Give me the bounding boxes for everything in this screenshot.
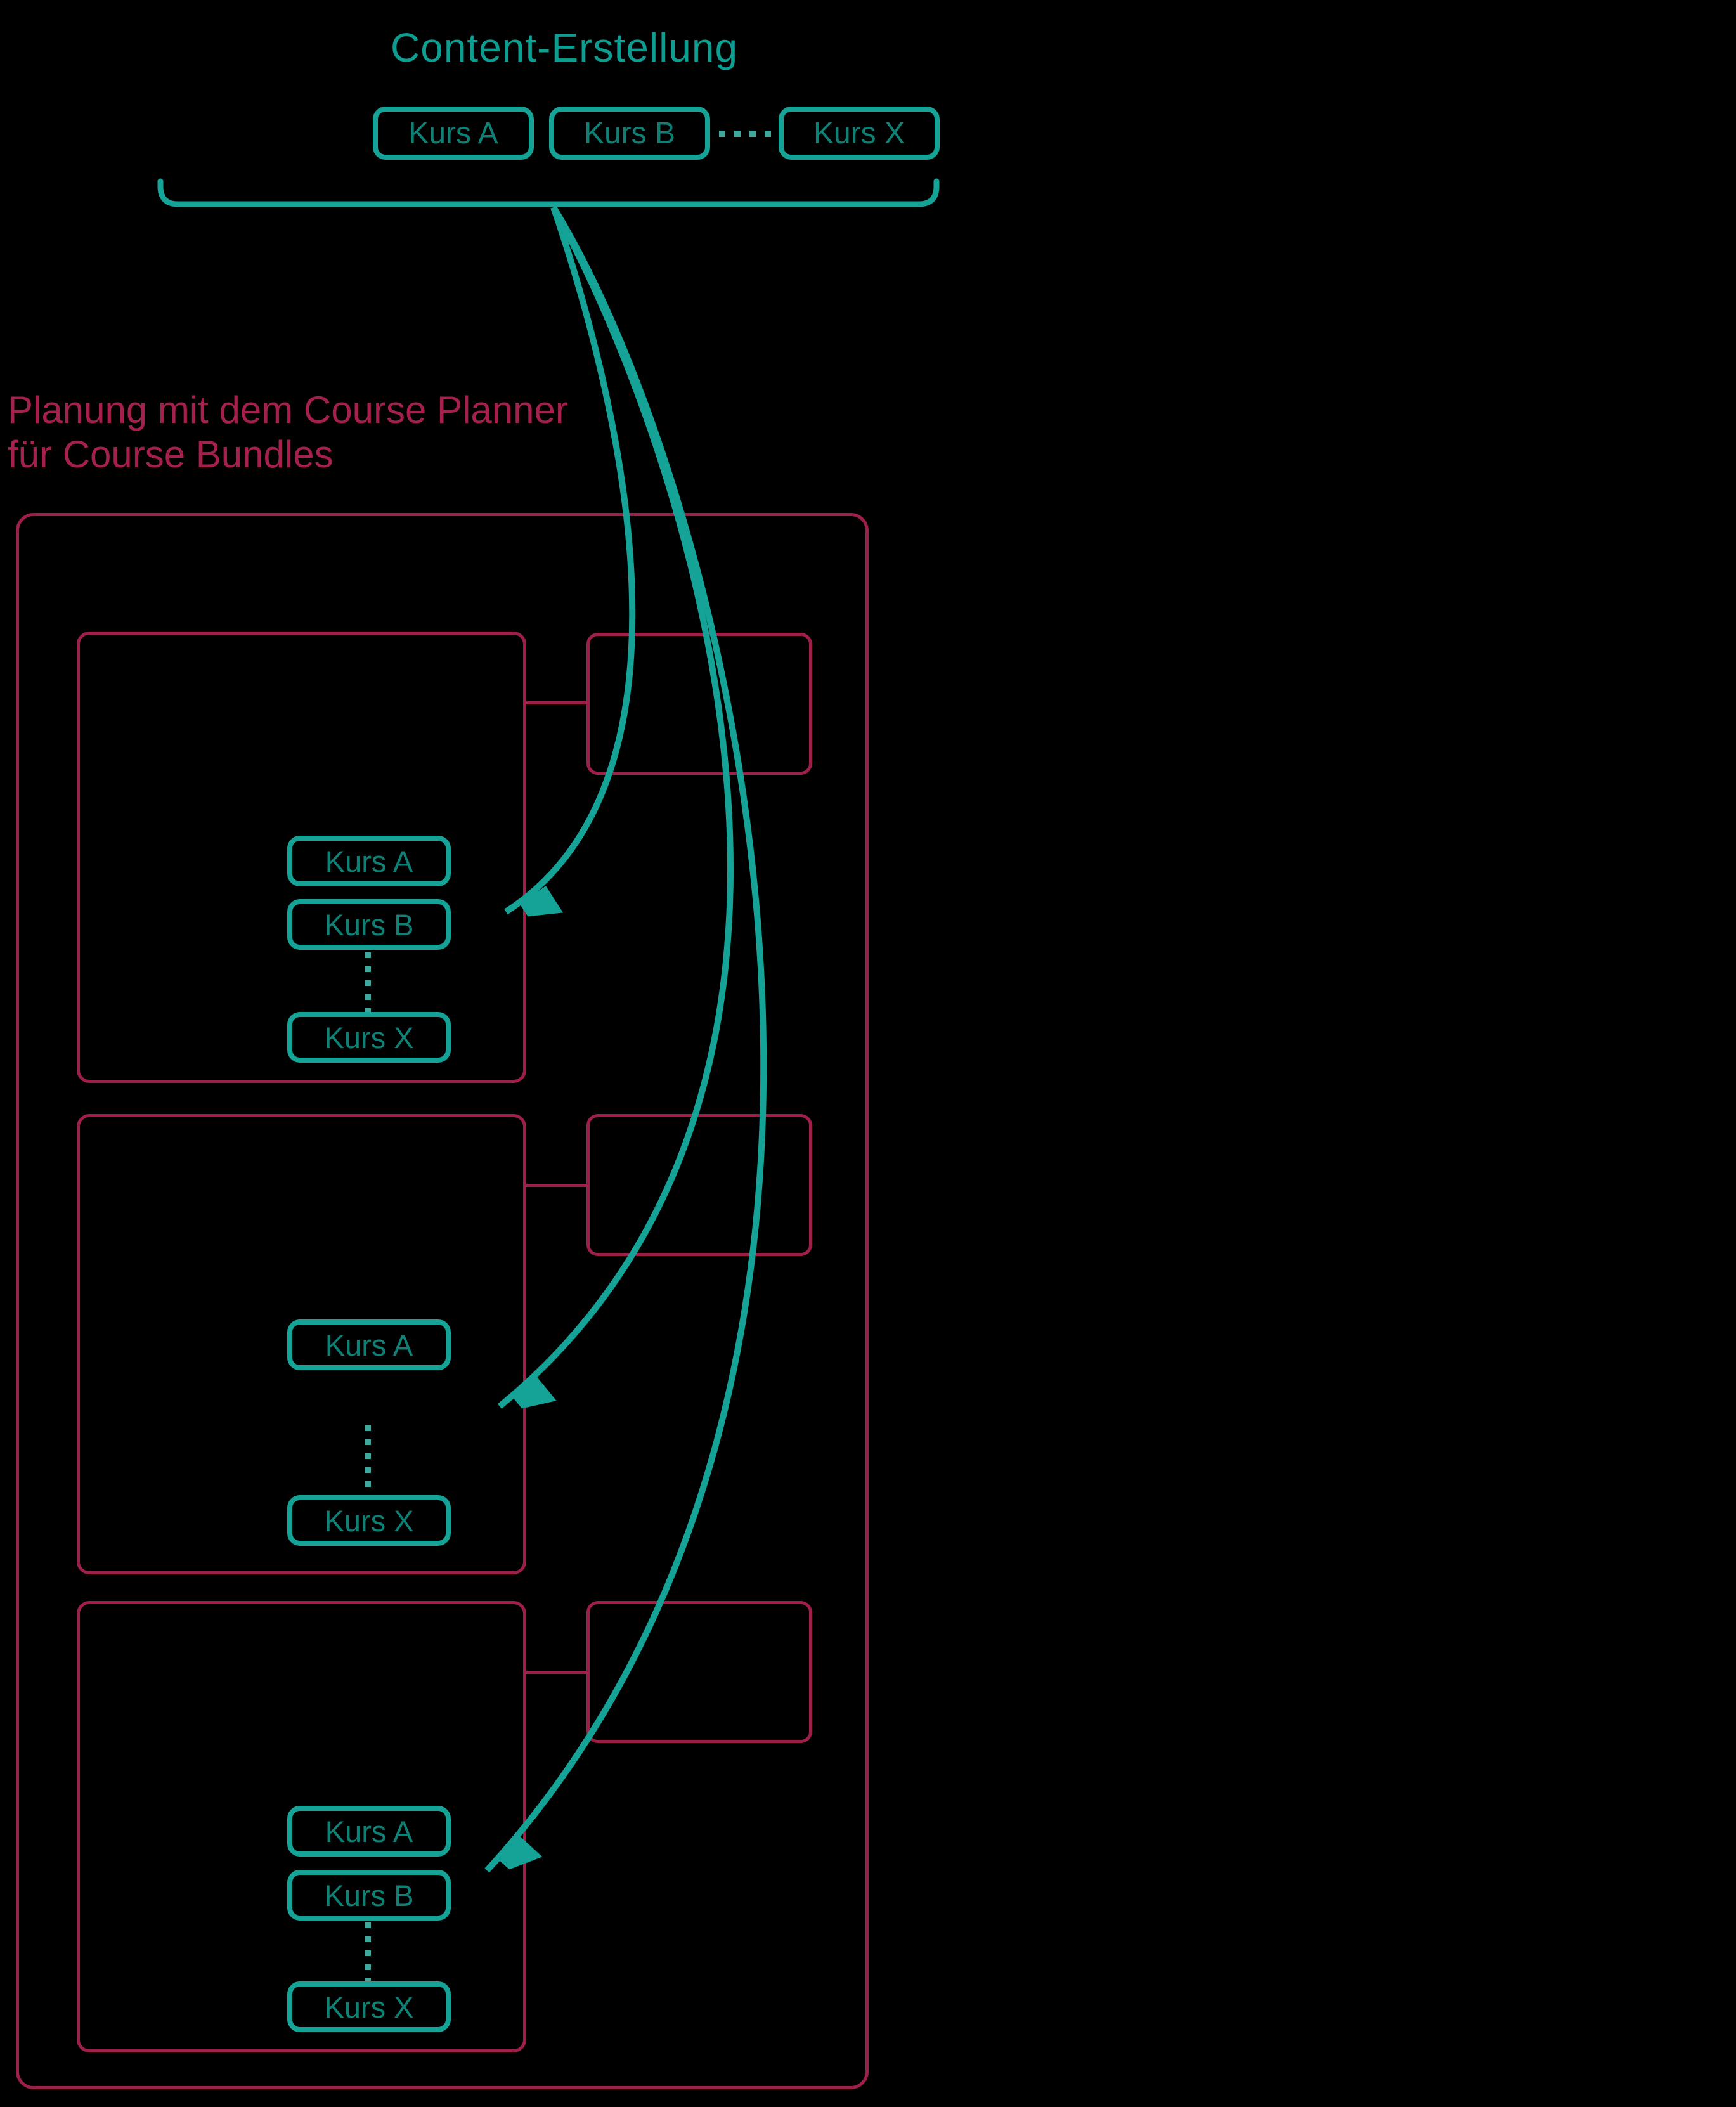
content-creation-title: Content-Erstellung [391,25,739,70]
planning-title-line2: für Course Bundles [8,433,334,476]
course-sequence-dots-3 [365,1922,371,1981]
course-chip-label: Kurs A [325,1814,413,1848]
course-chip-label: Kurs B [583,116,676,150]
bundle-meta-box-1 [586,633,812,775]
course-chip-label: Kurs B [324,907,414,942]
bundle-1-course-kurs-x: Kurs X [287,1012,451,1063]
course-chip-label: Kurs X [324,1990,414,2024]
course-chip-label: Kurs X [813,116,905,150]
source-course-chip-kurs-b: Kurs B [549,107,710,160]
source-course-chip-kurs-a: Kurs A [373,107,534,160]
course-chip-label: Kurs A [325,844,413,878]
bundle-connector-3 [526,1671,586,1674]
course-chip-label: Kurs X [324,1020,414,1054]
course-chip-label: Kurs A [408,116,498,150]
source-course-chip-kurs-x: Kurs X [779,107,940,160]
planning-title: Planung mit dem Course Planner für Cours… [8,388,568,477]
bundle-2-course-kurs-x: Kurs X [287,1495,451,1546]
mapping-arrow-to-bundle-3 [484,205,767,1870]
ellipsis-dots-horizontal [719,131,772,137]
bundle-3-course-kurs-x: Kurs X [287,1981,451,2032]
bundle-meta-box-3 [586,1601,812,1743]
course-sequence-dots-1 [365,952,371,1016]
planning-title-line1: Planung mit dem Course Planner [8,389,568,431]
course-sequence-dots-2 [365,1425,371,1494]
mapping-arrow-to-bundle-2 [497,205,734,1406]
mapping-arrow-to-bundle-1 [504,206,636,912]
course-chip-label: Kurs X [324,1503,414,1538]
bundle-1-course-kurs-a: Kurs A [287,836,451,886]
bundle-connector-2 [526,1184,586,1187]
course-planner-container-box [16,513,869,2089]
bundle-3-course-kurs-b: Kurs B [287,1870,451,1921]
bundle-box-1 [77,632,526,1083]
bundle-box-2 [77,1114,526,1574]
course-chip-label: Kurs B [324,1878,414,1912]
bundle-meta-box-2 [586,1114,812,1256]
bundle-2-course-kurs-a: Kurs A [287,1319,451,1370]
bundle-connector-1 [526,701,586,704]
bundle-1-course-kurs-b: Kurs B [287,899,451,950]
group-bracket [157,178,940,207]
course-chip-label: Kurs A [325,1328,413,1362]
bundle-3-course-kurs-a: Kurs A [287,1806,451,1857]
